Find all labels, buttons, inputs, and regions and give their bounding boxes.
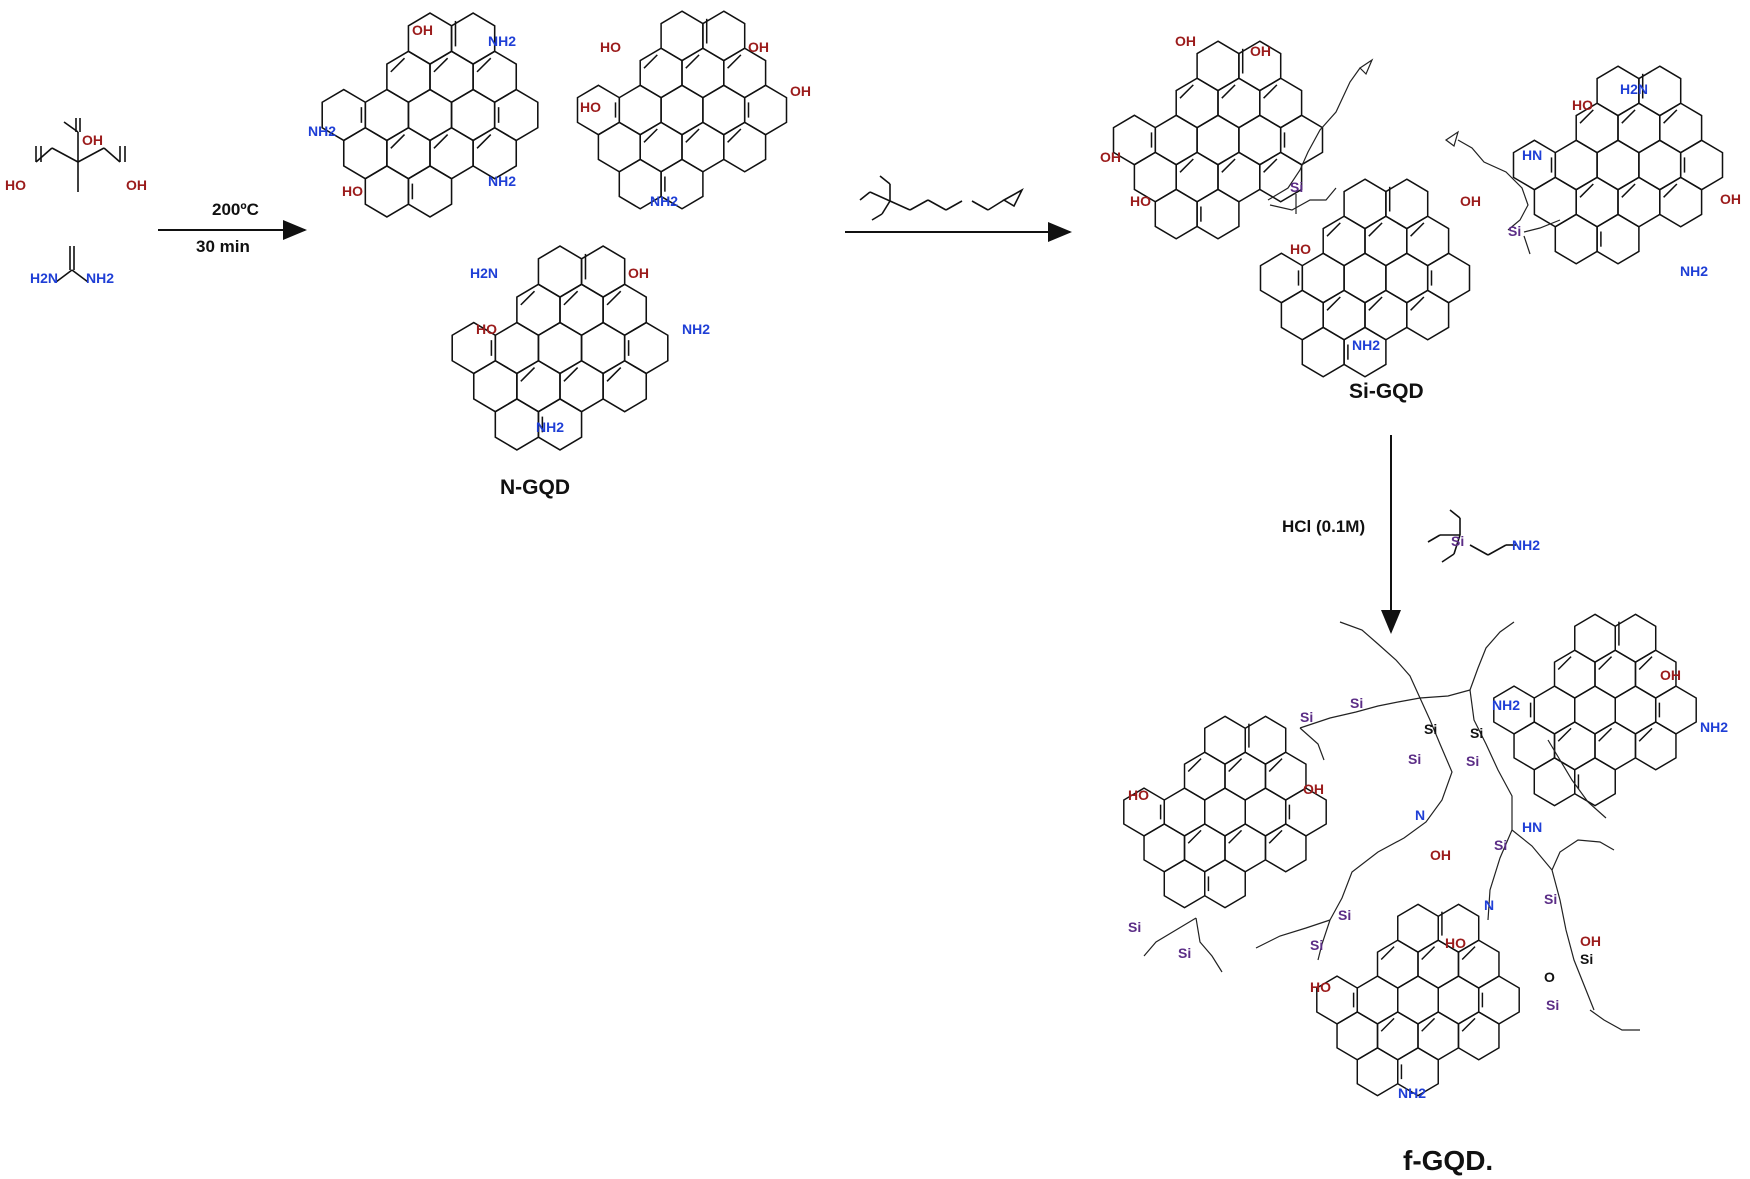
n-gqd-structure-2 (576, 10, 788, 210)
aptes-reagent-structure (1427, 509, 1516, 563)
si-gqd-structure-2 (1259, 178, 1471, 378)
urea-structure (55, 246, 89, 283)
si-gqd-structure-1 (1112, 40, 1324, 240)
n-gqd-structure-3 (451, 245, 669, 451)
si-gqd-structure-3 (1512, 65, 1724, 265)
f-gqd-structure-1 (1123, 715, 1327, 909)
gptms-reagent-structure (859, 175, 1024, 221)
citric-acid-structure (35, 118, 126, 192)
f-gqd-structure-3 (1316, 903, 1520, 1097)
f-gqd-siloxane-network (1143, 621, 1640, 1031)
f-gqd-structure-2 (1493, 613, 1697, 807)
si-gqd-linkers (1267, 58, 1561, 255)
n-gqd-structure-1 (321, 12, 539, 218)
